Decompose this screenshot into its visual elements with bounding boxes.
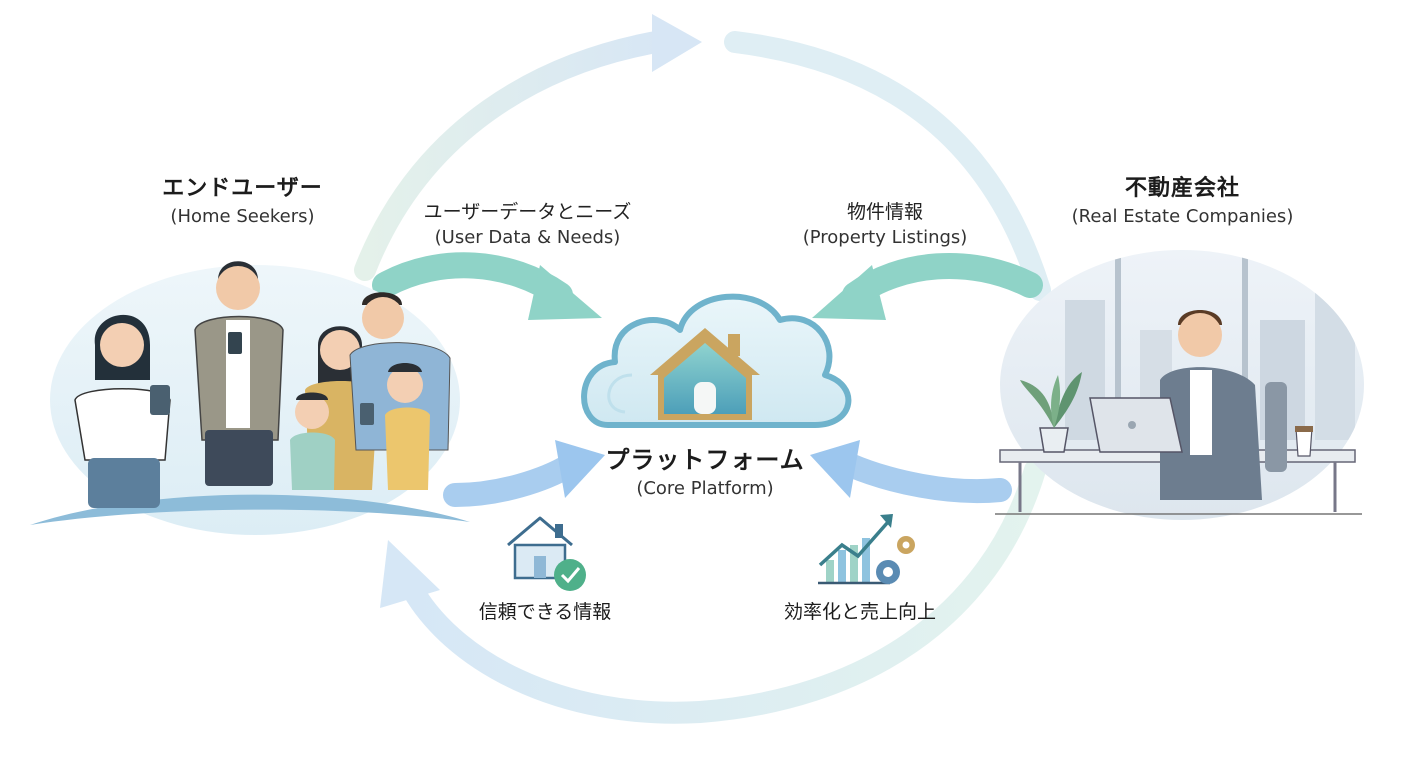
property-listings-label: 物件情報 (Property Listings)	[785, 197, 985, 248]
property-listings-title: 物件情報	[846, 201, 923, 223]
property-listings-subtitle: (Property Listings)	[802, 227, 968, 248]
end-users-label: エンドユーザー (Home Seekers)	[140, 170, 345, 227]
platform-house-icon	[650, 328, 760, 420]
agent-person-icon	[1160, 310, 1287, 500]
user-data-needs-subtitle: (User Data & Needs)	[434, 227, 621, 248]
real-estate-office-illustration	[995, 250, 1364, 520]
laptop-icon	[1089, 397, 1183, 453]
cycle-arrow-bottom	[380, 459, 1046, 724]
platform-subtitle: (Core Platform)	[636, 478, 774, 499]
end-users-title: エンドユーザー	[162, 176, 323, 201]
flow-arrow-efficiency	[810, 440, 1012, 504]
home-seekers-illustration	[30, 261, 470, 535]
family-group-icon	[290, 292, 451, 490]
trusted-house-check-icon	[507, 516, 586, 591]
platform-title: プラットフォーム	[605, 446, 805, 474]
flow-arrow-property-listings	[812, 252, 1043, 320]
user-data-needs-title: ユーザーデータとニーズ	[423, 201, 632, 223]
person-woman-icon	[74, 314, 171, 508]
platform-label: プラットフォーム (Core Platform)	[595, 440, 815, 499]
person-man-icon	[194, 261, 284, 486]
trusted-info-label: 信頼できる情報	[478, 601, 612, 623]
coffee-cup-icon	[1295, 426, 1313, 457]
user-data-needs-label: ユーザーデータとニーズ (User Data & Needs)	[395, 197, 660, 248]
growth-chart-gear-icon	[818, 514, 915, 585]
flow-arrow-user-data	[372, 252, 602, 320]
plant-icon	[1020, 372, 1082, 453]
real-estate-title: 不動産会社	[1124, 176, 1240, 201]
real-estate-label: 不動産会社 (Real Estate Companies)	[1060, 170, 1305, 227]
real-estate-subtitle: (Real Estate Companies)	[1071, 206, 1294, 227]
efficiency-sales-label: 効率化と売上向上	[783, 601, 936, 623]
end-users-subtitle: (Home Seekers)	[170, 206, 315, 227]
flow-arrow-trusted-info	[443, 440, 605, 507]
cycle-arrow-top	[354, 14, 1051, 301]
